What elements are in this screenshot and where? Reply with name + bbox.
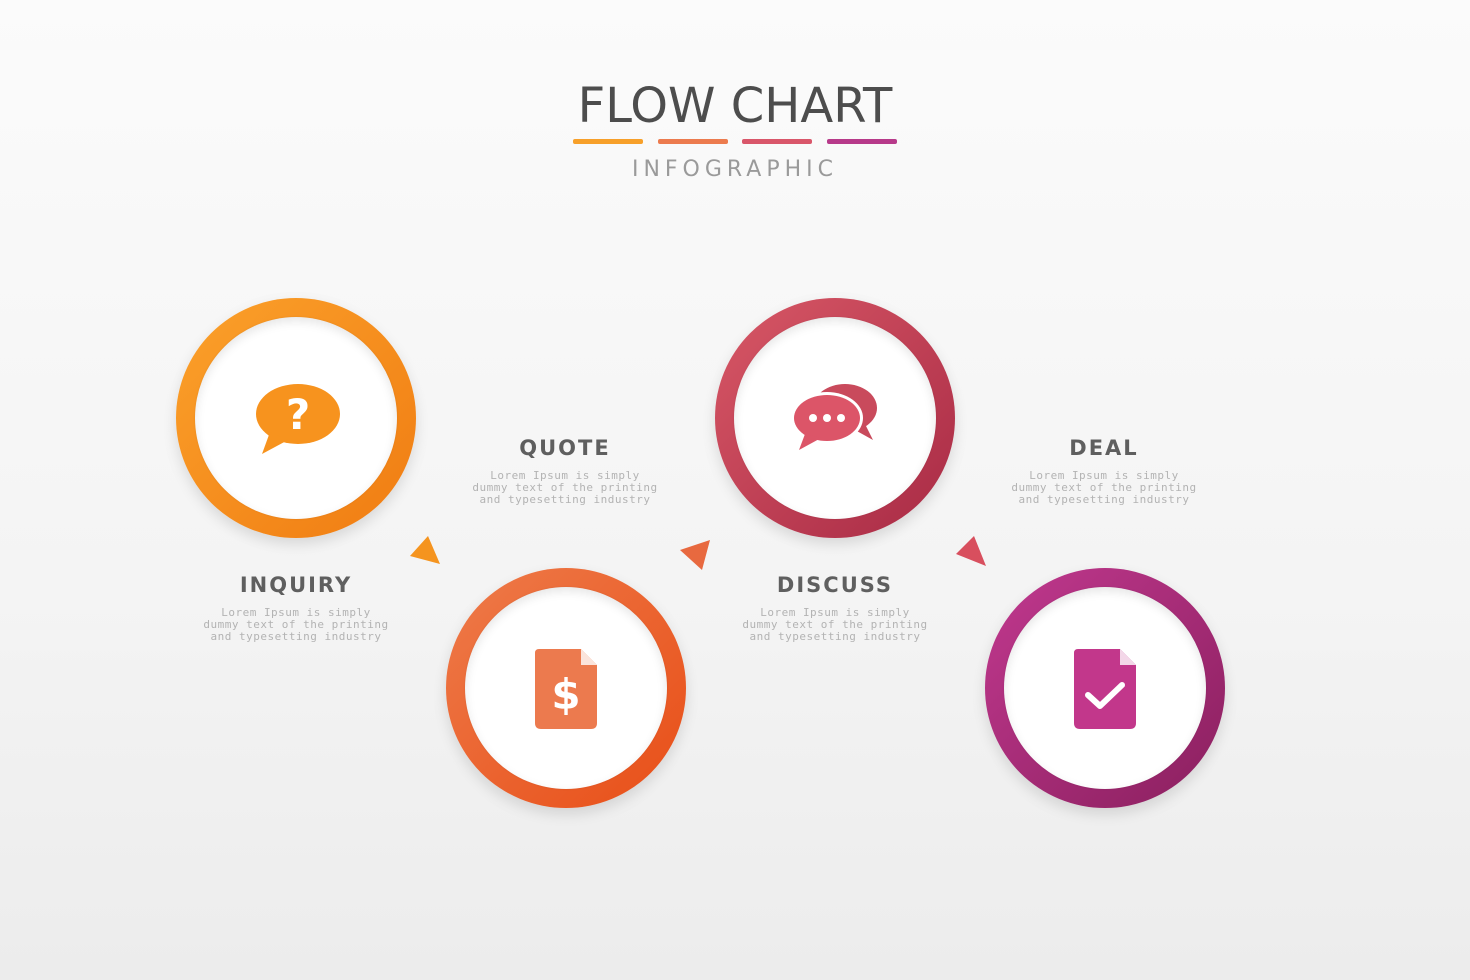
arrow-2-shape — [680, 540, 710, 570]
step-discuss-desc-line-1: Lorem Ipsum is simply — [760, 606, 910, 619]
step-deal-desc-line-2: dummy text of the printing — [1011, 481, 1197, 494]
step-deal-ring — [985, 568, 1225, 808]
arrow-quote-to-discuss — [680, 540, 710, 570]
step-discuss-ring — [715, 298, 955, 538]
page-subtitle: INFOGRAPHIC — [631, 157, 839, 182]
step-inquiry-title: INQUIRY — [239, 573, 353, 597]
step-deal-desc-line-1: Lorem Ipsum is simply — [1029, 469, 1179, 482]
page-title: FLOW CHART — [577, 78, 893, 134]
svg-text:?: ? — [286, 390, 310, 439]
arrow-discuss-to-deal — [956, 536, 986, 566]
arrow-3-shape — [956, 536, 986, 566]
step-quote-description: Lorem Ipsum is simply dummy text of the … — [445, 470, 685, 506]
checked-document-icon — [1074, 649, 1136, 729]
step-quote-ring: $ — [446, 568, 686, 808]
step-quote-desc-line-2: dummy text of the printing — [472, 481, 658, 494]
step-inquiry-ring: ? — [176, 298, 416, 538]
step-discuss-description: Lorem Ipsum is simply dummy text of the … — [715, 607, 955, 643]
step-quote-desc-line-1: Lorem Ipsum is simply — [490, 469, 640, 482]
step-discuss-circle — [734, 317, 936, 519]
svg-text:$: $ — [551, 670, 580, 719]
dollar-document-icon: $ — [535, 649, 597, 729]
step-discuss-title: DISCUSS — [776, 573, 894, 597]
title-underline-4 — [827, 139, 897, 144]
step-deal-circle — [1004, 587, 1206, 789]
chat-bubbles-icon — [791, 384, 877, 450]
step-deal-desc-line-3: and typesetting industry — [1018, 493, 1190, 506]
title-underline-3 — [742, 139, 812, 144]
step-inquiry-description: Lorem Ipsum is simply dummy text of the … — [176, 607, 416, 643]
step-quote-circle: $ — [465, 587, 667, 789]
step-discuss-desc-line-3: and typesetting industry — [749, 630, 921, 643]
step-inquiry-circle: ? — [195, 317, 397, 519]
question-bubble-icon: ? — [256, 384, 340, 454]
step-inquiry-desc-line-1: Lorem Ipsum is simply — [221, 606, 371, 619]
step-quote-title: QUOTE — [519, 436, 611, 460]
step-quote-desc-line-3: and typesetting industry — [479, 493, 651, 506]
title-underline-2 — [658, 139, 728, 144]
title-underline-1 — [573, 139, 643, 144]
arrow-1-shape — [410, 536, 440, 564]
step-deal-description: Lorem Ipsum is simply dummy text of the … — [984, 470, 1224, 506]
arrow-inquiry-to-quote — [410, 536, 440, 564]
step-deal-title: DEAL — [1069, 436, 1139, 460]
step-inquiry-desc-line-3: and typesetting industry — [210, 630, 382, 643]
step-discuss-desc-line-2: dummy text of the printing — [742, 618, 928, 631]
step-inquiry-desc-line-2: dummy text of the printing — [203, 618, 389, 631]
